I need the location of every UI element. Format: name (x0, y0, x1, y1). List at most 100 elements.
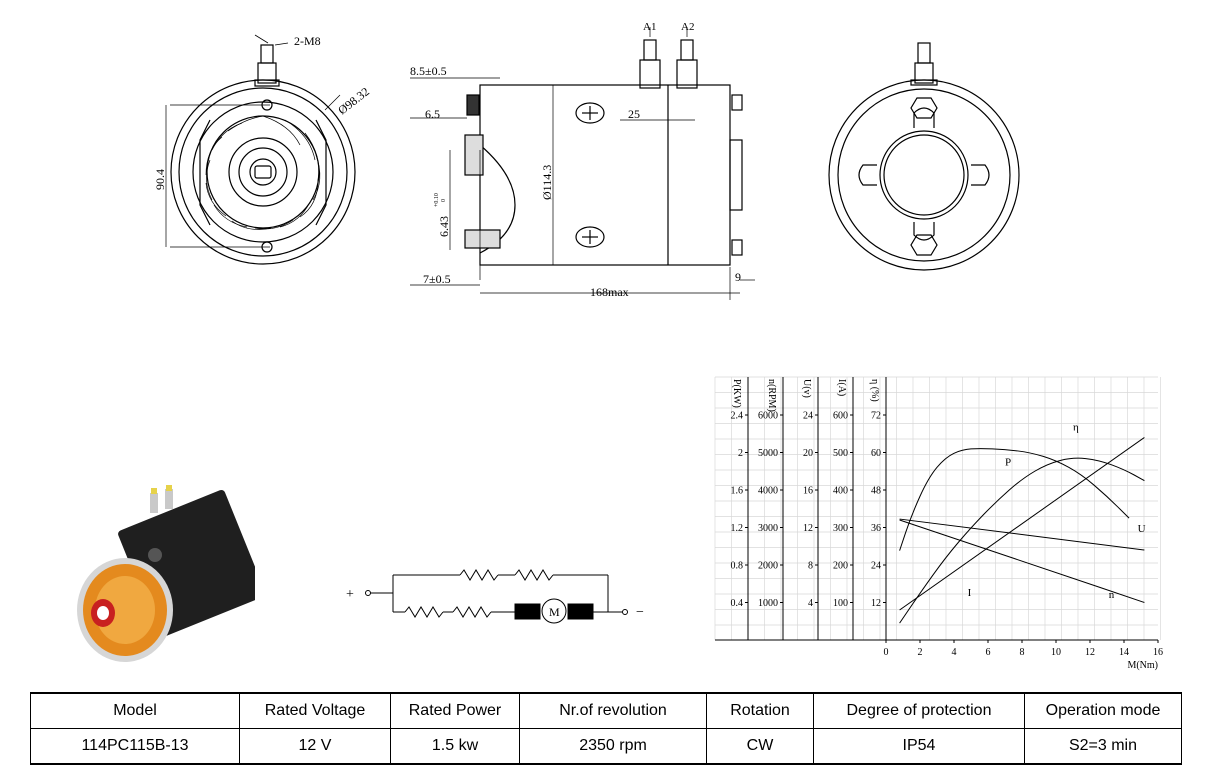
y-axis-label: η (%) (869, 379, 880, 402)
y-tick-label: 1.6 (731, 486, 744, 497)
y-tick-label: 100 (833, 598, 848, 609)
cell-model: 114PC115B-13 (30, 728, 240, 765)
table-row: 114PC115B-13 12 V 1.5 kw 2350 rpm CW IP5… (30, 728, 1182, 765)
x-tick-label: 4 (952, 647, 957, 658)
y-tick-label: 300 (833, 523, 848, 534)
chart-axes (715, 377, 1159, 643)
dim-9-label: 9 (735, 270, 741, 284)
motor-3d-illustration (77, 485, 255, 662)
header-operation-mode: Operation mode (1024, 692, 1182, 729)
y-tick-label: 48 (871, 486, 881, 497)
y-tick-label: 2.4 (731, 411, 744, 422)
series-line-eta (899, 448, 1130, 551)
positive-sign: + (346, 587, 354, 602)
y-tick-label: 72 (871, 411, 881, 422)
y-tick-label: 0.4 (731, 598, 744, 609)
cell-operation-mode: S2=3 min (1024, 728, 1182, 765)
dim-168-label: 168max (590, 285, 629, 299)
x-tick-label: 8 (1020, 647, 1025, 658)
terminal-a2-label: A2 (681, 21, 694, 33)
y-tick-label: 24 (871, 561, 881, 572)
dim-6-43-tol-lower: 0 (441, 199, 447, 202)
y-axis-label: P(KW) (731, 379, 742, 408)
y-tick-label: 2 (738, 448, 743, 459)
y-tick-label: 12 (803, 523, 813, 534)
header-nr-of-revolution: Nr.of revolution (519, 692, 707, 729)
dim-25-label: 25 (628, 107, 640, 121)
y-tick-label: 4 (808, 598, 813, 609)
x-axis-label: M(Nm) (1127, 660, 1158, 671)
header-model: Model (30, 692, 240, 729)
front-view-drawing: 2-M8 Ø98.32 90.4 (153, 34, 372, 265)
y-tick-label: 24 (803, 411, 813, 422)
resistor-bottom-1 (404, 606, 444, 618)
y-tick-label: 600 (833, 411, 848, 422)
resistor-top-1 (459, 569, 499, 581)
chart-labels: P(KW)0.40.81.21.622.4n(RPM)1000200030004… (731, 379, 1164, 671)
series-line-P (899, 457, 1145, 624)
y-tick-label: 400 (833, 486, 848, 497)
cell-nr-of-revolution: 2350 rpm (519, 728, 707, 765)
y-tick-label: 1.2 (731, 523, 744, 534)
y-axis-label: n(RPM) (766, 379, 777, 412)
dim-7-label: 7±0.5 (423, 272, 451, 286)
series-label-n: n (1109, 589, 1115, 601)
y-tick-label: 16 (803, 486, 813, 497)
header-degree-of-protection: Degree of protection (813, 692, 1025, 729)
x-tick-label: 12 (1085, 647, 1095, 658)
y-tick-label: 500 (833, 448, 848, 459)
cell-rated-power: 1.5 kw (390, 728, 520, 765)
y-tick-label: 1000 (758, 598, 778, 609)
terminal-a2 (676, 59, 698, 89)
y-axis-label: I(A) (836, 379, 847, 396)
rear-view-drawing (828, 42, 1020, 271)
cell-rated-voltage: 12 V (239, 728, 391, 765)
x-tick-label: 16 (1153, 647, 1163, 658)
motor-symbol-label: M (549, 605, 560, 619)
y-tick-label: 8 (808, 561, 813, 572)
chart-grid (714, 376, 1161, 640)
x-tick-label: 6 (986, 647, 991, 658)
front-diameter-label: Ø98.32 (335, 84, 372, 117)
terminal-a1 (639, 59, 661, 89)
header-rated-voltage: Rated Voltage (239, 692, 391, 729)
series-label-U: U (1138, 523, 1146, 535)
front-terminal-label: 2-M8 (294, 34, 321, 48)
screw-bottom (575, 226, 605, 248)
spec-table: Model Rated Voltage Rated Power Nr.of re… (30, 692, 1182, 765)
spec-table-header-row: Model Rated Voltage Rated Power Nr.of re… (30, 692, 1182, 729)
dim-8-5-label: 8.5±0.5 (410, 64, 447, 78)
resistor-bottom-2 (452, 606, 492, 618)
x-tick-label: 10 (1051, 647, 1061, 658)
y-tick-label: 6000 (758, 411, 778, 422)
header-rated-power: Rated Power (390, 692, 520, 729)
y-tick-label: 2000 (758, 561, 778, 572)
y-tick-label: 60 (871, 448, 881, 459)
y-tick-label: 4000 (758, 486, 778, 497)
rear-hex-top (910, 97, 938, 119)
wiring-schematic: + M − (346, 569, 644, 624)
dim-114-3-label: Ø114.3 (540, 165, 554, 200)
side-view-drawing: A1 A2 8.5±0.5 6.5 25 6.43 +0.10 0 Ø114.3… (410, 21, 755, 300)
rear-hex-bottom (910, 234, 938, 256)
front-height-label: 90.4 (153, 169, 167, 190)
y-tick-label: 36 (871, 523, 881, 534)
chart-series (899, 437, 1145, 624)
performance-chart: P(KW)0.40.81.21.622.4n(RPM)1000200030004… (714, 376, 1164, 671)
x-tick-label: 0 (884, 647, 889, 658)
y-tick-label: 12 (871, 598, 881, 609)
y-axis-label: U(v) (801, 379, 812, 398)
negative-sign: − (636, 605, 644, 620)
cell-degree-of-protection: IP54 (813, 728, 1025, 765)
dim-6-43-tol-upper: +0.10 (434, 193, 440, 207)
dim-6-5-label: 6.5 (425, 107, 440, 121)
x-tick-label: 14 (1119, 647, 1129, 658)
cell-rotation: CW (706, 728, 814, 765)
motor-symbol (541, 598, 567, 624)
series-line-U (899, 518, 1145, 551)
series-label-P: P (1005, 457, 1011, 469)
motor-body (479, 84, 731, 266)
y-tick-label: 5000 (758, 448, 778, 459)
resistor-top-2 (514, 569, 554, 581)
series-line-n (899, 519, 1145, 603)
